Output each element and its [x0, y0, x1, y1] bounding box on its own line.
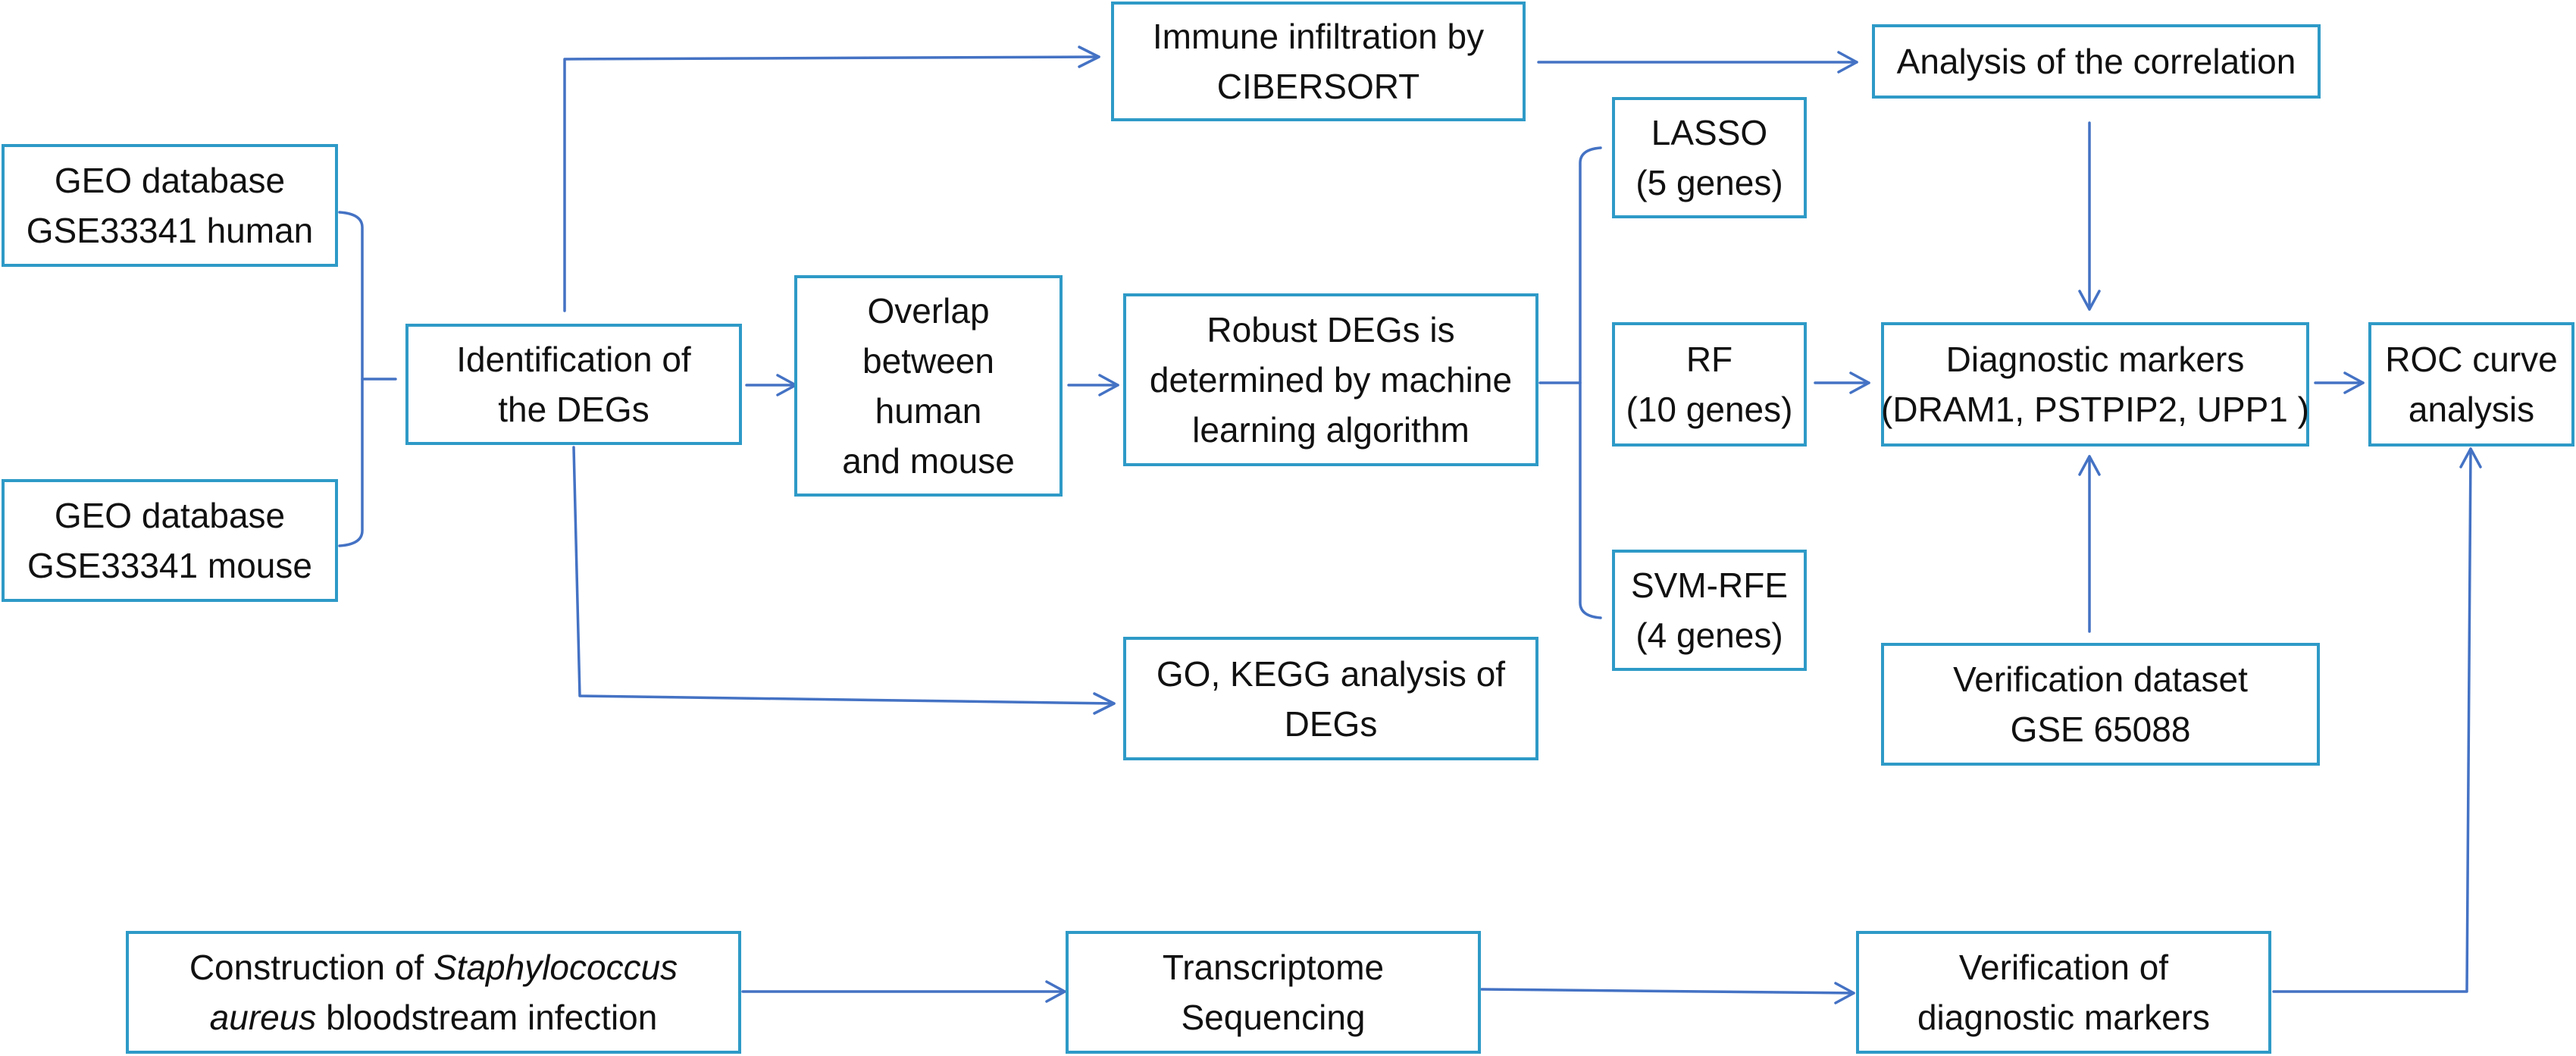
robust-degs-box: Robust DEGs is determined by machine lea… — [1123, 293, 1538, 466]
construction-box: Construction of Staphylococcus aureus bl… — [126, 931, 741, 1054]
arrow-verification-to-roc — [2272, 447, 2472, 993]
overlap-line-4: and mouse — [842, 441, 1015, 481]
rf-line-1: RF — [1686, 340, 1733, 379]
verification-dataset-line-1: Verification dataset — [1953, 660, 2248, 699]
construction-suffix: bloodstream infection — [316, 998, 658, 1037]
verification-dataset-box: Verification dataset GSE 65088 — [1881, 643, 2320, 766]
roc-line-1: ROC curve — [2385, 340, 2558, 379]
construction-line-1: Construction of Staphylococcus — [189, 942, 678, 992]
overlap-line-3: human — [875, 391, 982, 431]
verification-markers-box: Verification of diagnostic markers — [1856, 931, 2271, 1054]
construction-prefix: Construction of — [189, 948, 434, 987]
transcriptome-box: Transcriptome Sequencing — [1066, 931, 1481, 1054]
diagnostic-line-1: Diagnostic markers — [1945, 340, 2245, 379]
construction-species-genus: Staphylococcus — [433, 948, 678, 987]
diagnostic-markers-box: Diagnostic markers (DRAM1, PSTPIP2, UPP1… — [1881, 322, 2309, 447]
diagnostic-line-2: (DRAM1, PSTPIP2, UPP1 ) — [1881, 390, 2309, 429]
overlap-line-2: between — [862, 341, 994, 381]
verification-markers-line-1: Verification of — [1958, 948, 2169, 987]
identification-line-1: Identification of — [456, 340, 691, 379]
transcriptome-line-1: Transcriptome — [1162, 948, 1385, 987]
lasso-box: LASSO (5 genes) — [1612, 97, 1807, 218]
arrow-identification-to-immune — [563, 55, 1100, 312]
go-kegg-line-1: GO, KEGG analysis of — [1156, 653, 1506, 694]
correlation-line-1: Analysis of the correlation — [1896, 42, 2296, 81]
geo-human-box: GEO database GSE33341 human — [2, 144, 338, 267]
construction-species-epithet: aureus — [209, 998, 317, 1037]
transcriptome-line-2: Sequencing — [1181, 998, 1366, 1037]
verification-dataset-line-2: GSE 65088 — [2010, 710, 2191, 749]
svm-line-1: SVM-RFE — [1631, 566, 1788, 605]
robust-line-1: Robust DEGs is — [1207, 310, 1455, 349]
arrow-identification-to-go-kegg — [572, 446, 1116, 705]
arrow-transcriptome-to-verification — [1480, 988, 1855, 995]
geo-mouse-line-1: GEO database — [54, 496, 286, 535]
lasso-line-2: (5 genes) — [1635, 163, 1783, 202]
go-kegg-line-2: DEGs — [1284, 703, 1378, 744]
overlap-line-1: Overlap — [867, 291, 990, 331]
roc-box: ROC curve analysis — [2368, 322, 2574, 447]
lasso-line-1: LASSO — [1651, 113, 1768, 152]
verification-markers-line-2: diagnostic markers — [1917, 998, 2211, 1037]
robust-line-2: determined by machine — [1149, 360, 1513, 400]
geo-human-line-1: GEO database — [54, 161, 286, 200]
geo-mouse-line-2: GSE33341 mouse — [27, 546, 312, 585]
rf-box: RF (10 genes) — [1612, 322, 1807, 447]
immune-line-2: CIBERSORT — [1216, 67, 1420, 106]
robust-line-3: learning algorithm — [1192, 410, 1470, 450]
correlation-box: Analysis of the correlation — [1872, 24, 2321, 99]
identification-box: Identification of the DEGs — [405, 324, 742, 445]
svm-line-2: (4 genes) — [1635, 616, 1783, 655]
immune-line-1: Immune infiltration by — [1152, 17, 1485, 56]
geo-mouse-box: GEO database GSE33341 mouse — [2, 479, 338, 602]
construction-line-2: aureus bloodstream infection — [210, 992, 658, 1042]
geo-human-line-2: GSE33341 human — [26, 211, 314, 250]
svm-rfe-box: SVM-RFE (4 genes) — [1612, 550, 1807, 671]
identification-line-2: the DEGs — [498, 390, 649, 429]
roc-line-2: analysis — [2408, 390, 2535, 429]
rf-line-2: (10 genes) — [1626, 390, 1793, 429]
go-kegg-box: GO, KEGG analysis of DEGs — [1123, 637, 1538, 760]
ml-bracket — [1579, 146, 1602, 619]
overlap-box: Overlap between human and mouse — [794, 275, 1063, 497]
geo-bracket — [338, 211, 364, 547]
immune-box: Immune infiltration by CIBERSORT — [1111, 2, 1526, 121]
